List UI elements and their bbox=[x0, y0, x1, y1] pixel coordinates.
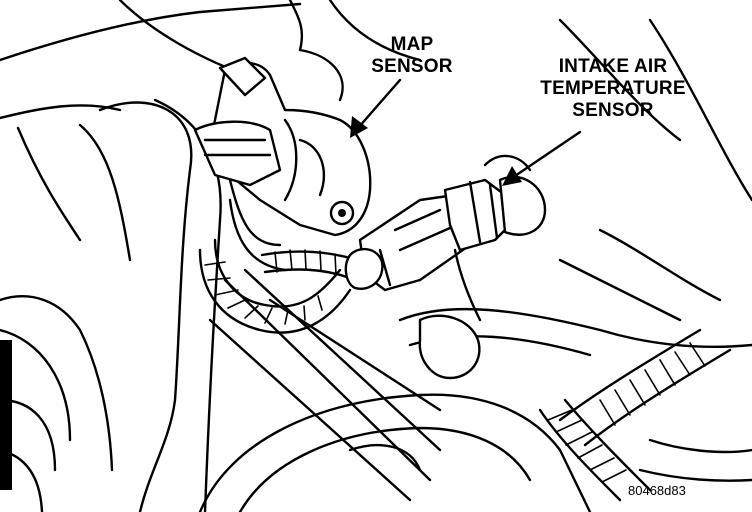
engine-bottom bbox=[198, 393, 752, 512]
iat-sensor-label-line2: TEMPERATURE bbox=[540, 78, 686, 99]
large-hose bbox=[98, 98, 222, 512]
figure-id: 80468d83 bbox=[628, 483, 686, 498]
iat-sensor-label: INTAKE AIR TEMPERATURE SENSOR bbox=[528, 56, 698, 122]
map-sensor-label: MAP SENSOR bbox=[352, 34, 472, 78]
right-harness bbox=[398, 228, 752, 502]
map-sensor-label-line1: MAP bbox=[390, 34, 434, 55]
iat-sensor-label-line1: INTAKE AIR bbox=[558, 56, 668, 77]
wiring-harness bbox=[198, 178, 352, 334]
map-sensor-label-line2: SENSOR bbox=[371, 56, 453, 77]
iat-sensor-assembly bbox=[344, 154, 547, 322]
iat-sensor-label-line3: SENSOR bbox=[572, 100, 654, 121]
iat-sensor-arrow bbox=[502, 130, 582, 186]
engine-background-lines bbox=[0, 0, 752, 262]
map-sensor-arrow bbox=[350, 78, 402, 138]
map-sensor-body bbox=[193, 56, 372, 237]
